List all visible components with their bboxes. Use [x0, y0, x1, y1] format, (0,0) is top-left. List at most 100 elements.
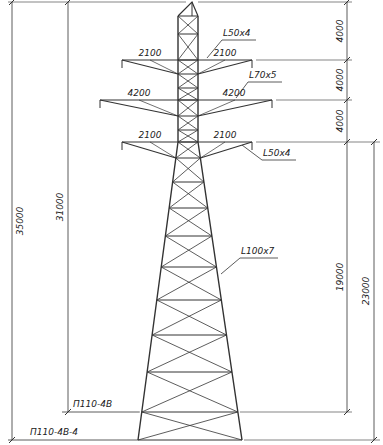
dimension-tick	[344, 0, 350, 5]
section-callout: L50x4	[263, 148, 291, 159]
tower-lattice	[178, 16, 198, 34]
tower-lattice	[178, 88, 198, 100]
tower-lattice	[142, 412, 242, 440]
tower-lattice	[173, 182, 208, 208]
tower-brace	[142, 412, 238, 413]
tower-lattice	[169, 208, 212, 236]
tower-brace	[165, 236, 211, 237]
tower-lattice	[138, 412, 238, 440]
tower-lattice	[178, 88, 198, 100]
extension-line	[198, 2, 352, 3]
dimension-value: 31000	[55, 193, 66, 222]
tower-lattice	[165, 236, 216, 267]
insulator-drop	[252, 142, 253, 150]
extension-line	[244, 440, 380, 441]
insulator-drop	[122, 60, 123, 68]
tower-lattice	[178, 74, 198, 88]
tower-brace	[178, 88, 198, 89]
tower-lattice	[178, 142, 200, 158]
arm-lattice	[198, 60, 225, 74]
tower-brace	[176, 158, 201, 159]
dimension-value: 4200	[223, 88, 246, 99]
tower-brace	[161, 267, 216, 268]
tower-lattice	[147, 372, 238, 412]
tower-brace	[147, 372, 232, 373]
extension-line	[8, 2, 186, 3]
tower-lattice	[176, 142, 198, 158]
insulator-drop	[272, 100, 273, 108]
extension-line	[256, 60, 352, 61]
cross-arm	[122, 59, 252, 60]
dimension-value: 2100	[214, 130, 237, 141]
tower-lattice	[157, 267, 217, 300]
tower-lattice	[161, 267, 221, 300]
dimension-value: 4000	[335, 20, 346, 43]
dimension-tick	[371, 139, 377, 145]
tower-brace	[152, 335, 226, 336]
cross-arm	[122, 142, 176, 158]
tower-lattice	[176, 158, 204, 182]
tower-lattice	[178, 100, 198, 116]
tower-brace	[169, 208, 208, 209]
tower-type: П110-4В	[73, 399, 112, 410]
tower-lattice	[178, 16, 198, 34]
extension-line	[62, 412, 140, 413]
insulator-drop	[252, 60, 253, 68]
tower-lattice	[178, 74, 198, 88]
dimension-value: 4200	[128, 88, 151, 99]
tower-lattice	[178, 116, 198, 130]
dimension-value: 4000	[335, 110, 346, 133]
section-callout: L70x5	[249, 70, 277, 81]
tower-lattice	[178, 116, 198, 130]
tower-brace	[178, 116, 198, 117]
extension-line	[256, 142, 380, 143]
tower-lattice	[178, 34, 198, 60]
dimension-tick	[65, 0, 71, 5]
arm-lattice	[139, 100, 178, 116]
cross-arm	[100, 99, 272, 100]
section-callout: L100x7	[241, 246, 274, 257]
tower-lattice	[161, 236, 212, 267]
tower-leg	[198, 16, 242, 440]
extension-line	[276, 100, 352, 101]
insulator-drop	[122, 142, 123, 150]
cross-arm	[198, 100, 272, 116]
tower-lattice	[178, 34, 198, 60]
extension-line	[8, 440, 138, 441]
tower-type: П110-4В-4	[30, 427, 78, 438]
insulator-drop	[100, 100, 101, 108]
tower-lattice	[147, 335, 226, 372]
section-callout: L50x4	[223, 28, 251, 39]
tower-lattice	[152, 300, 221, 335]
leader-line	[221, 258, 278, 274]
tower-lattice	[173, 158, 201, 182]
tower-lattice	[169, 182, 204, 208]
arm-lattice	[200, 142, 225, 158]
tower-lattice	[178, 130, 198, 142]
cross-arm	[122, 60, 178, 74]
arm-lattice	[150, 60, 178, 74]
tower-brace	[138, 440, 242, 441]
cross-arm	[198, 60, 252, 74]
tower-peak	[178, 2, 198, 16]
arm-lattice	[150, 142, 176, 158]
cross-arm	[100, 100, 178, 116]
dimension-value: 19000	[335, 263, 346, 292]
dimension-value: 4000	[335, 69, 346, 92]
tower-lattice	[178, 60, 198, 74]
dimension-value: 2100	[139, 48, 162, 59]
leader-line	[242, 145, 296, 160]
tower-brace	[178, 130, 198, 131]
dimension-value: 2100	[214, 48, 237, 59]
tower-brace	[178, 74, 198, 75]
dimension-line	[374, 142, 375, 440]
tower-brace	[157, 300, 222, 301]
arm-lattice	[198, 100, 235, 116]
cross-arm	[122, 141, 252, 142]
extension-line	[240, 412, 352, 413]
dimension-line	[12, 2, 13, 440]
tower-lattice	[165, 208, 207, 236]
tower-peak	[192, 2, 193, 16]
